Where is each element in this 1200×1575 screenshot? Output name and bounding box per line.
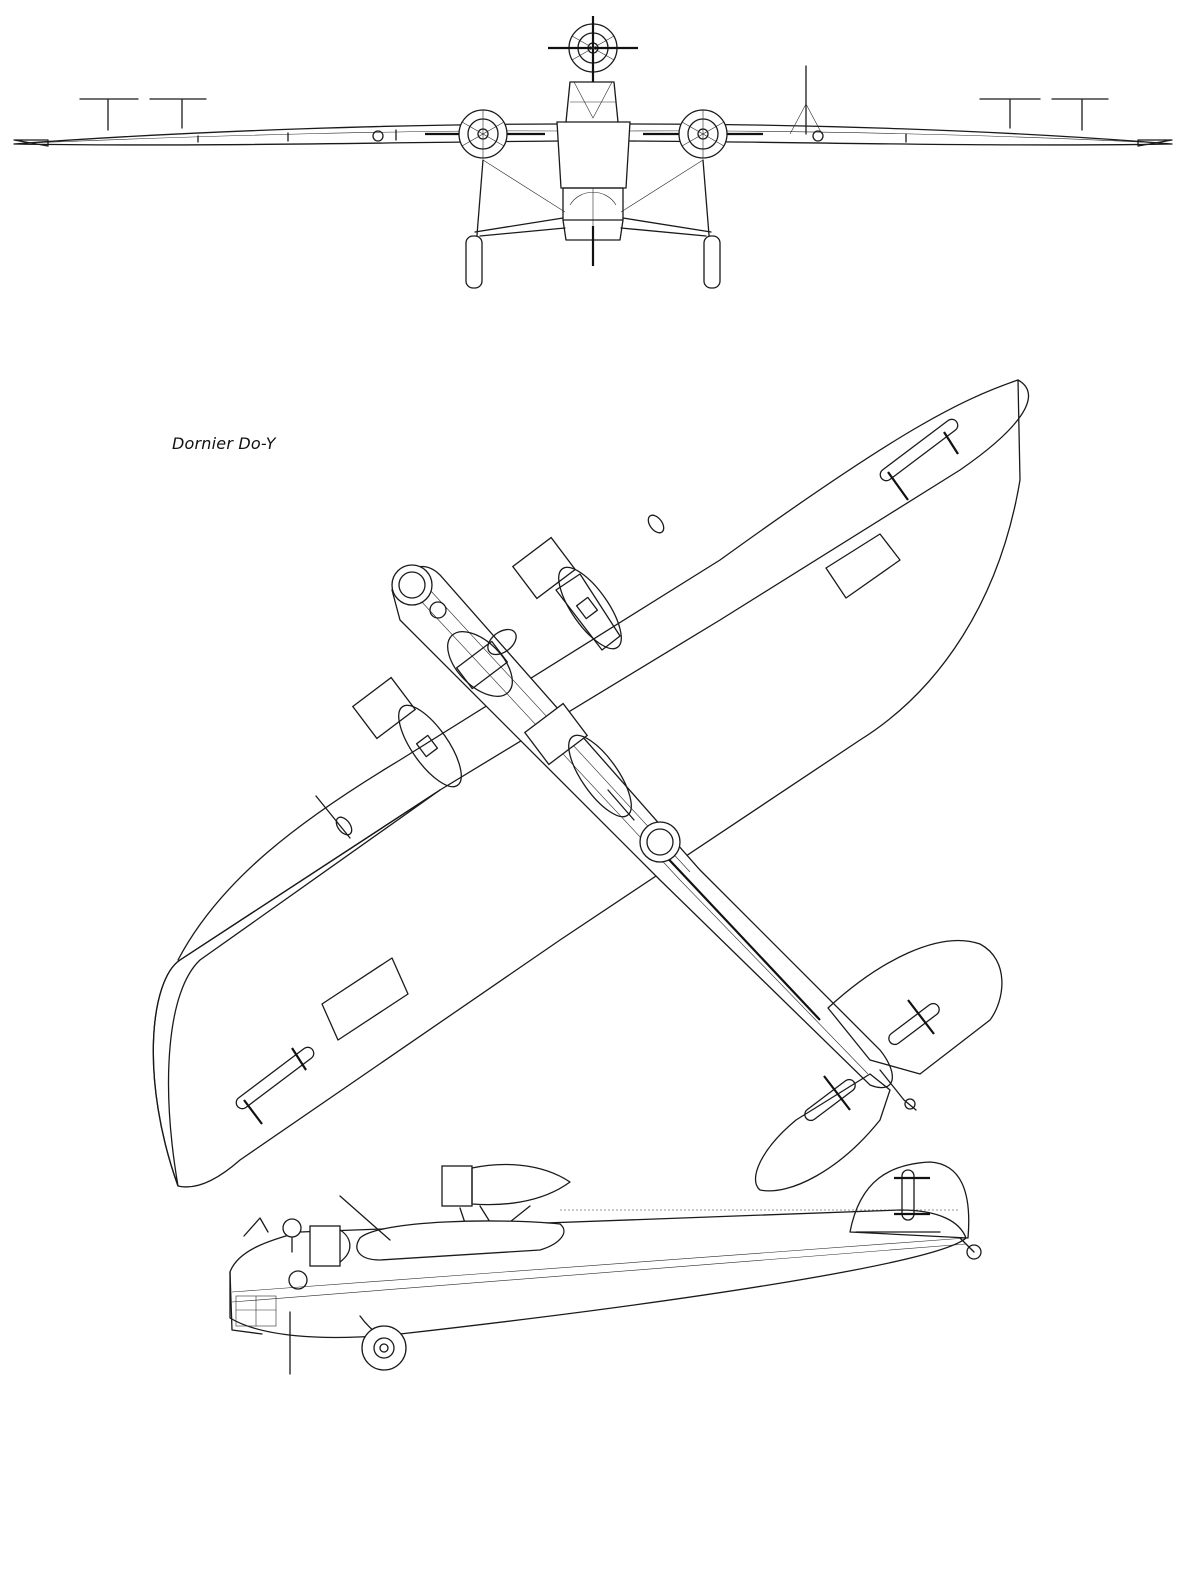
plan-view — [152, 379, 1029, 1192]
plan-engine-1 — [511, 536, 622, 651]
drawing-title: Dornier Do-Y — [172, 434, 276, 453]
front-view — [13, 16, 1173, 289]
side-view — [229, 1161, 982, 1375]
plan-fuselage — [391, 566, 893, 1089]
front-right-engine — [643, 109, 763, 159]
side-tail-fin — [849, 1161, 970, 1239]
front-fuselage — [556, 121, 631, 189]
front-wing — [13, 123, 1173, 146]
plan-engine-3 — [523, 702, 635, 821]
plan-tailplane — [827, 939, 1003, 1075]
plan-nose-turret — [391, 564, 433, 606]
side-engine-lower — [309, 1225, 351, 1267]
plan-engine-2 — [351, 676, 462, 788]
plan-mid-turret — [639, 821, 681, 863]
front-left-engine — [425, 109, 545, 159]
front-landing-gear — [465, 159, 721, 289]
front-top-engine — [548, 16, 638, 82]
side-main-wheel — [359, 1315, 407, 1371]
